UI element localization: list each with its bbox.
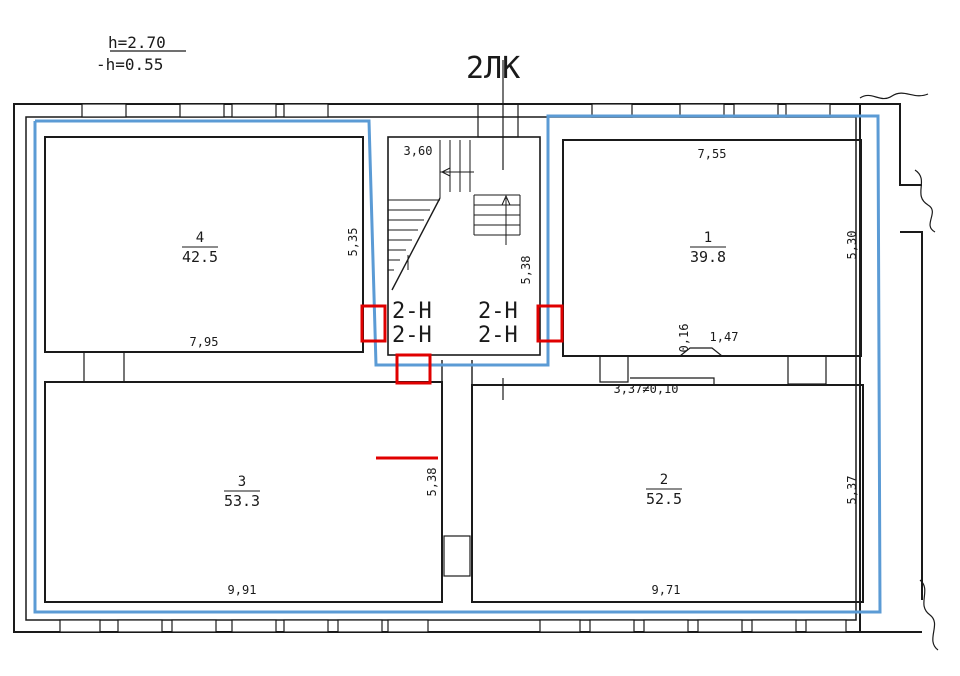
red-door-markers xyxy=(360,304,564,460)
dim-room1-top: 7,55 xyxy=(698,147,727,161)
door-label-left-upper: 2-Н xyxy=(392,299,432,324)
door-label-right-upper: 2-Н xyxy=(478,299,518,324)
dim-room4-bottom: 7,95 xyxy=(190,335,219,349)
height-bottom: -h=0.55 xyxy=(96,55,163,74)
dim-stair-width: 3,60 xyxy=(404,144,433,158)
dim-niche-depth: 0,16 xyxy=(677,324,691,353)
room-4-area: 42.5 xyxy=(182,248,218,266)
blue-outline xyxy=(33,114,882,614)
room-walls xyxy=(44,103,864,603)
staircase xyxy=(388,60,521,400)
dim-room3-side: 5,38 xyxy=(425,468,439,497)
room-3-area: 53.3 xyxy=(224,492,260,510)
room-3-number: 3 xyxy=(238,474,246,490)
dim-wall-note: 3,37≠0,10 xyxy=(613,382,678,396)
room-1-number: 1 xyxy=(704,230,712,246)
room-1-area: 39.8 xyxy=(690,248,726,266)
dim-stair-side: 5,38 xyxy=(519,256,533,285)
room-4-number: 4 xyxy=(196,230,204,246)
dim-room4-side: 5,35 xyxy=(346,228,360,257)
dim-room2-side: 5,37 xyxy=(845,476,859,505)
outer-walls xyxy=(13,92,939,651)
floor-code: 2ЛК xyxy=(466,51,520,86)
room-2-number: 2 xyxy=(660,472,668,488)
dim-room2-bottom: 9,71 xyxy=(652,583,681,597)
dim-room1-side: 5,30 xyxy=(845,231,859,260)
door-label-right-lower: 2-Н xyxy=(478,323,518,348)
windows xyxy=(59,103,847,633)
dim-niche-width: 1,47 xyxy=(710,330,739,344)
door-label-left-lower: 2-Н xyxy=(392,323,432,348)
height-top: h=2.70 xyxy=(108,33,166,52)
room-2-area: 52.5 xyxy=(646,490,682,508)
dim-room3-bottom: 9,91 xyxy=(228,583,257,597)
